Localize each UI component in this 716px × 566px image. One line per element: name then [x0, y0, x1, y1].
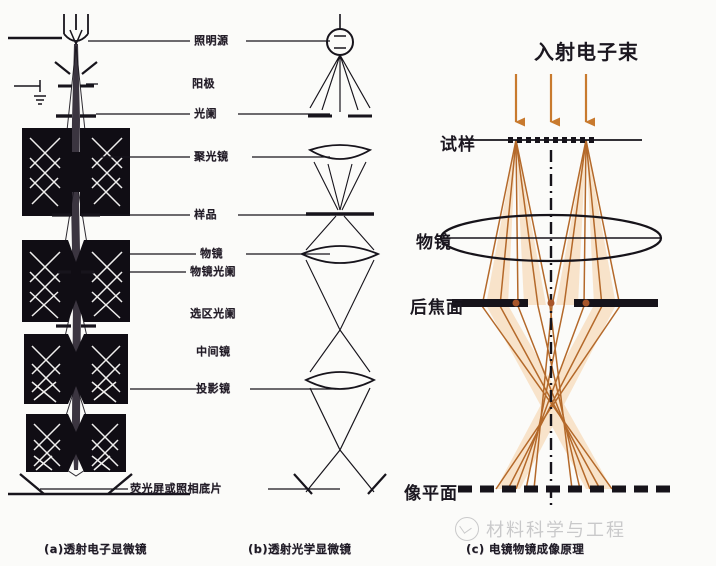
label-specimen: 样品	[194, 208, 217, 221]
label-screen-or-plate: 荧光屏或照相底片	[130, 482, 222, 495]
label-selected-area-aperture: 选区光阑	[190, 307, 236, 320]
label-aperture: 光阑	[194, 107, 217, 120]
panel-tem	[0, 0, 200, 566]
caption-a: (a)透射电子显微镜	[44, 542, 147, 556]
label-illumination-source: 照明源	[194, 34, 229, 47]
label-c-objective-lens: 物镜	[416, 233, 452, 253]
objective-lens-shape	[439, 213, 663, 263]
optical-schematic	[293, 14, 387, 495]
label-objective-lens: 物镜	[200, 247, 223, 260]
magnetic-lens-blocks	[22, 128, 130, 472]
label-anode: 阳极	[192, 77, 215, 90]
label-incident-electron-beam: 入射电子束	[534, 40, 639, 64]
label-intermediate-lens: 中间镜	[196, 345, 231, 358]
label-c-image-plane: 像平面	[404, 484, 458, 504]
caption-c: (c) 电镜物镜成像原理	[466, 542, 585, 556]
incident-beam-arrows	[514, 74, 595, 127]
label-objective-aperture: 物镜光阑	[190, 265, 236, 278]
caption-b: (b)透射光学显微镜	[248, 542, 352, 556]
label-c-back-focal-plane: 后焦面	[410, 298, 464, 318]
leaf-circle-icon	[455, 517, 479, 541]
label-c-specimen: 试样	[440, 135, 476, 155]
crossover-dots	[512, 299, 590, 307]
label-projector-lens: 投影镜	[196, 382, 231, 395]
label-condenser-lens: 聚光镜	[194, 150, 229, 163]
panel-objective-imaging	[390, 0, 716, 566]
watermark: 材料科学与工程	[455, 516, 626, 542]
imaging-ray-diagram	[439, 74, 678, 505]
tem-schematic	[8, 14, 190, 496]
watermark-text: 材料科学与工程	[486, 520, 626, 541]
panel-optical-microscope	[280, 0, 400, 566]
